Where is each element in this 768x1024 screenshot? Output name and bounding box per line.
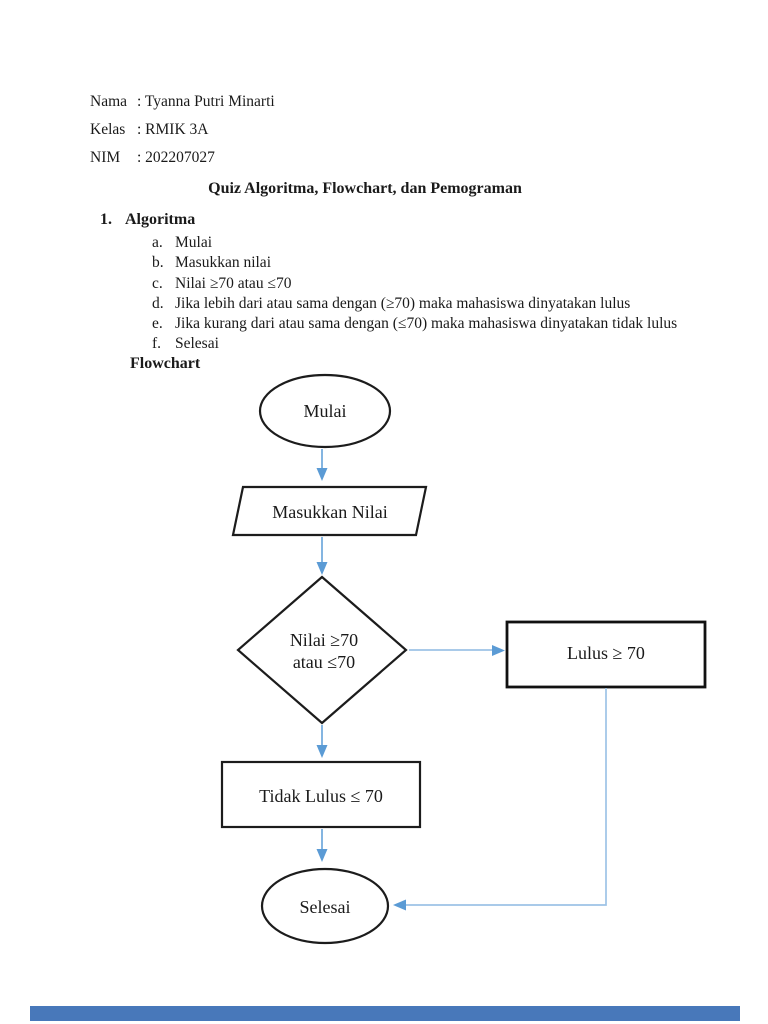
identity-row-nama: Nama : Tyanna Putri Minarti [90,88,275,116]
arrowhead-start-to-input [316,468,328,481]
algorithm-heading: 1. Algoritma [100,211,677,229]
arrowhead-input-to-decision [316,562,328,575]
nim-label: NIM [90,149,121,166]
page-title: Quiz Algoritma, Flowchart, dan Pemograma… [208,180,522,197]
algorithm-number: 1. [100,211,112,228]
fail-label: Tidak Lulus ≤ 70 [259,786,383,806]
arrowhead-fail-to-end [316,849,328,862]
page-separator-bar [30,1006,740,1021]
list-marker: f. [152,335,162,353]
arrowhead-pass-to-end [393,899,406,911]
list-item-text: Jika kurang dari atau sama dengan (≤70) … [175,315,678,333]
list-item-text: Nilai ≥70 atau ≤70 [175,274,292,292]
arrowhead-decision-to-pass [492,645,505,656]
decision-label-line2: atau ≤70 [293,652,355,672]
list-item: f. Selesai [100,334,677,354]
identity-row-nim: NIM : 202207027 [90,144,275,172]
decision-diamond [236,575,408,725]
algorithm-heading-label: Algoritma [125,211,196,228]
list-marker: a. [152,234,163,251]
list-item-text: Masukkan nilai [175,254,271,272]
nama-label: Nama [90,93,128,110]
list-item-text: Jika lebih dari atau sama dengan (≥70) m… [175,294,631,312]
input-parallelogram [231,485,428,537]
nim-value: : 202207027 [137,149,215,166]
list-item: d. Jika lebih dari atau sama dengan (≥70)… [100,294,677,314]
end-label: Selesai [300,897,351,917]
nama-value: : Tyanna Putri Minarti [137,93,275,110]
arrowhead-decision-to-fail [316,745,328,758]
list-item-text: Mulai [175,234,213,251]
list-item: b. Masukkan nilai [100,253,677,273]
list-item: e. Jika kurang dari atau sama dengan (≤70… [100,314,677,334]
list-marker: e. [152,315,163,333]
pass-process-box [505,620,707,689]
kelas-label: Kelas [90,121,126,138]
identity-block: Nama : Tyanna Putri Minarti Kelas : RMIK 3… [90,88,275,172]
flowchart-diagram: Mulai Masukkan Nilai Nilai ≥70 atau ≤70 … [220,373,707,945]
elbow-connector-pass-to-end [406,688,607,906]
kelas-value: : RMIK 3A [137,121,209,138]
algorithm-items: a. Mulai b. Masukkan nilai c. Nilai ≥70 ata… [100,233,677,355]
list-marker: d. [152,294,164,312]
list-item: c. Nilai ≥70 atau ≤70 [100,274,677,294]
fail-process-box [220,760,422,829]
start-terminator-oval [258,373,392,449]
end-terminator-oval [260,867,390,945]
list-item-text: Selesai [175,335,219,353]
start-label: Mulai [304,401,347,421]
list-marker: b. [152,254,164,272]
flowchart-heading: Flowchart [130,355,201,372]
algorithm-section: 1. Algoritma a. Mulai b. Masukkan nilai c. N… [100,211,677,355]
list-item: a. Mulai [100,233,677,253]
identity-row-kelas: Kelas : RMIK 3A [90,116,275,144]
list-marker: c. [152,274,163,292]
pass-label: Lulus ≥ 70 [567,643,645,663]
decision-label-line1: Nilai ≥70 [290,630,358,650]
input-label: Masukkan Nilai [272,502,387,522]
